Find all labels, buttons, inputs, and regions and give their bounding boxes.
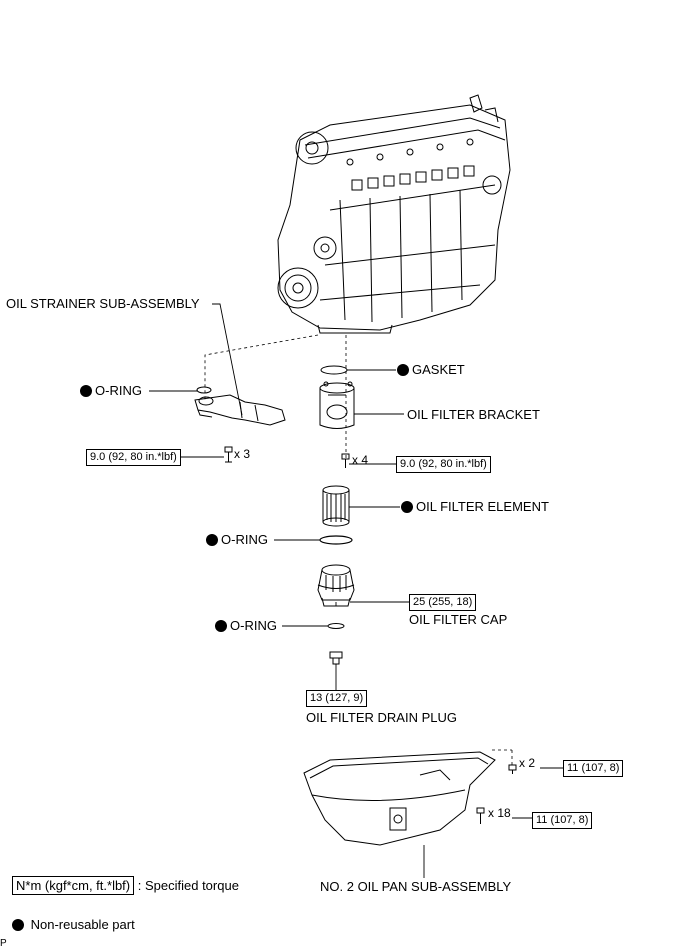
strainer-bolt-torque: 9.0 (92, 80 in.*lbf) xyxy=(86,449,181,466)
non-reusable-icon xyxy=(12,919,24,931)
strainer-bolt-drawing xyxy=(224,446,233,463)
bracket-bolt-qty: x 4 xyxy=(352,453,369,467)
bracket-bolt-drawing xyxy=(341,453,350,468)
element-o-ring-label: O-RING xyxy=(206,532,268,548)
element-o-ring-drawing xyxy=(319,535,353,545)
non-reusable-icon xyxy=(397,364,409,376)
oil-filter-element-text: OIL FILTER ELEMENT xyxy=(416,499,549,514)
oil-filter-cap-label: OIL FILTER CAP xyxy=(409,612,508,627)
pan-bolt-2-torque: 11 (107, 8) xyxy=(563,760,624,777)
oil-filter-bracket-drawing xyxy=(319,381,355,429)
drain-plug-torque: 13 (127, 9) xyxy=(306,690,368,707)
oil-pan-drawing xyxy=(303,751,496,846)
oil-strainer-label: OIL STRAINER SUB-ASSEMBLY xyxy=(6,296,200,311)
element-o-ring-text: O-RING xyxy=(221,532,268,547)
oil-filter-element-drawing xyxy=(322,485,350,527)
strainer-o-ring-text: O-RING xyxy=(95,383,142,398)
strainer-o-ring-label: O-RING xyxy=(80,383,142,399)
gasket-label: GASKET xyxy=(397,362,465,378)
oil-filter-drain-plug-label: OIL FILTER DRAIN PLUG xyxy=(306,710,457,725)
strainer-bolt-qty: x 3 xyxy=(234,447,251,461)
non-reusable-icon xyxy=(206,534,218,546)
cap-o-ring-label: O-RING xyxy=(215,618,277,634)
non-reusable-legend: Non-reusable part xyxy=(12,917,135,932)
pan-bolt-drawing xyxy=(476,764,517,824)
oil-filter-bracket-label: OIL FILTER BRACKET xyxy=(407,407,540,422)
oil-strainer-drawing xyxy=(194,394,286,426)
corner-mark: P xyxy=(0,938,7,949)
filter-cap-torque: 25 (255, 18) xyxy=(409,594,477,611)
bracket-bolt-torque: 9.0 (92, 80 in.*lbf) xyxy=(396,456,491,473)
oil-pan-label: NO. 2 OIL PAN SUB-ASSEMBLY xyxy=(320,879,512,894)
cap-o-ring-drawing xyxy=(327,623,345,629)
pan-bolt-18-qty: x 18 xyxy=(488,806,511,820)
engine-assembly-drawing xyxy=(277,94,511,334)
pan-bolt-2-qty: x 2 xyxy=(519,756,536,770)
pan-bolt-18-torque: 11 (107, 8) xyxy=(532,812,593,829)
torque-legend-text: : Specified torque xyxy=(137,878,239,893)
oil-filter-cap-drawing xyxy=(317,564,355,607)
drain-plug-drawing xyxy=(329,651,343,665)
gasket-text: GASKET xyxy=(412,362,465,377)
non-reusable-icon xyxy=(215,620,227,632)
non-reusable-legend-text: Non-reusable part xyxy=(30,917,135,932)
cap-o-ring-text: O-RING xyxy=(230,618,277,633)
non-reusable-icon xyxy=(80,385,92,397)
gasket-drawing xyxy=(320,365,348,375)
torque-legend: N*m (kgf*cm, ft.*lbf) : Specified torque xyxy=(12,876,239,895)
leader-lines xyxy=(149,303,565,878)
strainer-o-ring-drawing xyxy=(196,386,212,394)
torque-legend-box: N*m (kgf*cm, ft.*lbf) xyxy=(12,876,135,895)
dashed-guide-lines xyxy=(204,334,513,765)
oil-filter-element-label: OIL FILTER ELEMENT xyxy=(401,499,549,515)
non-reusable-icon xyxy=(401,501,413,513)
